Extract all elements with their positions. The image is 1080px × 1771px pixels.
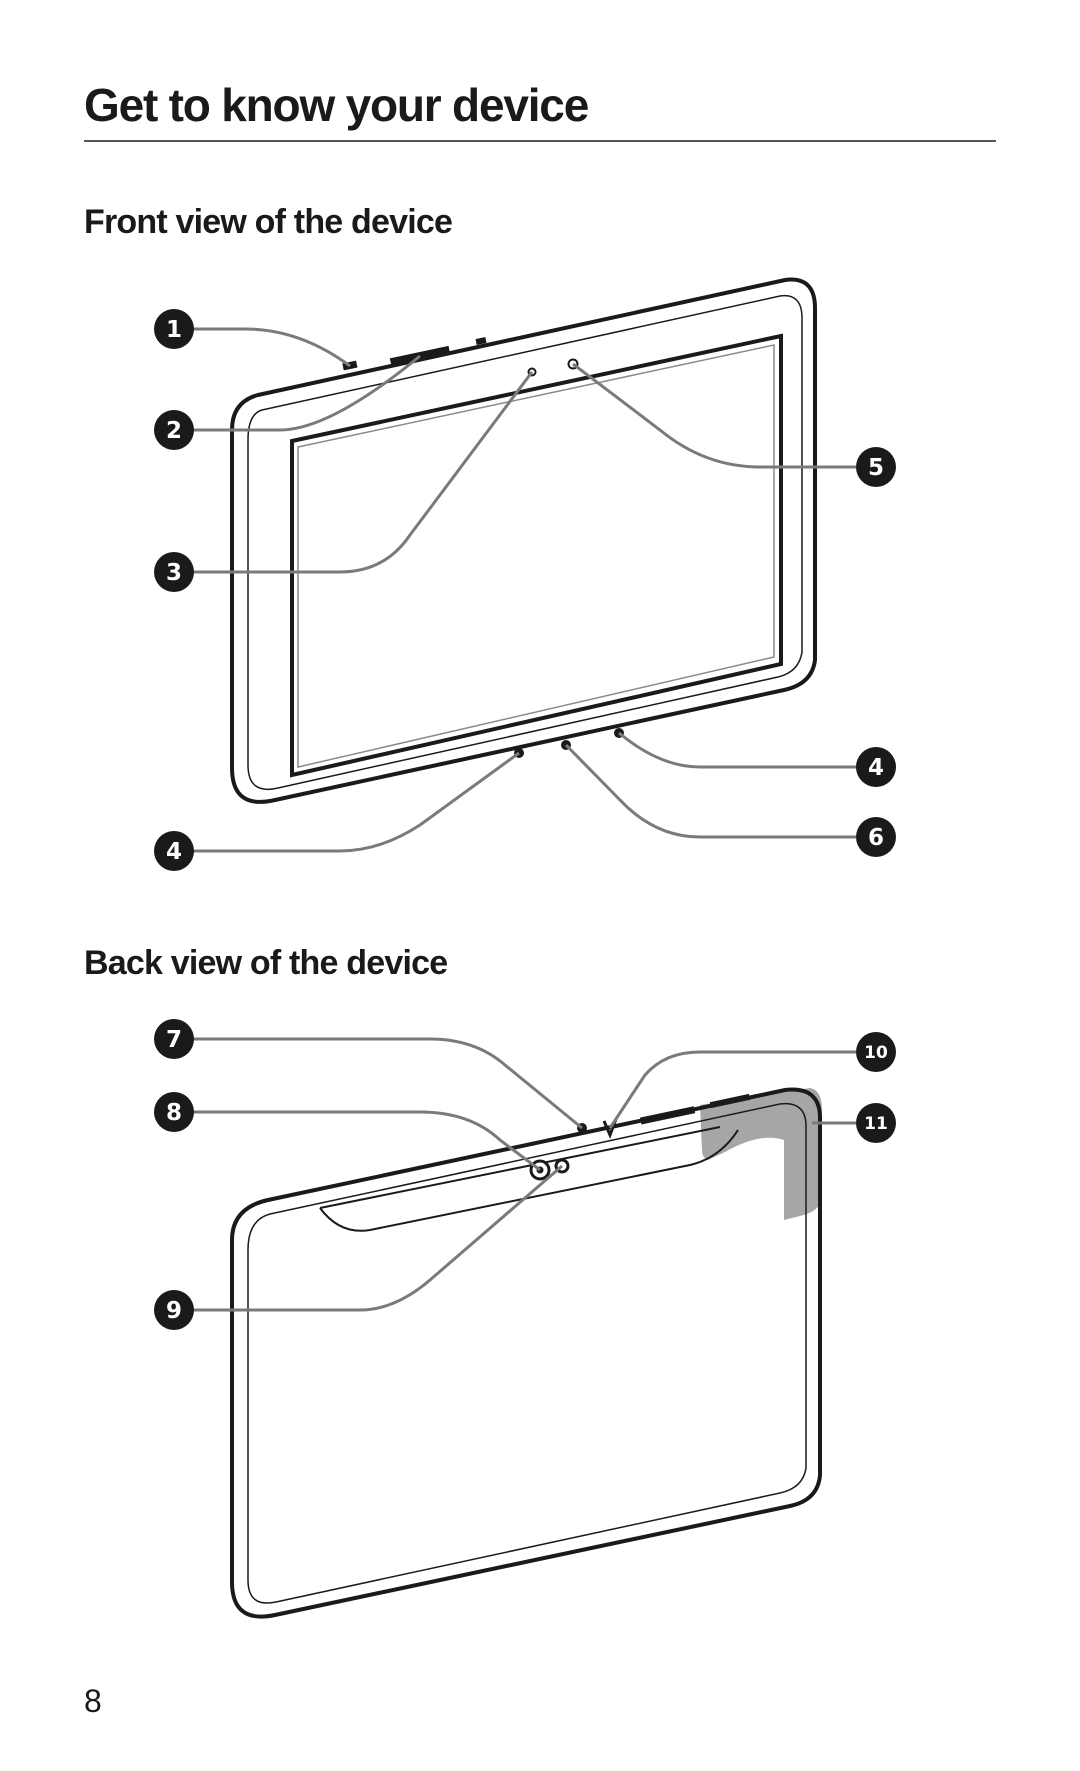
page-title: Get to know your device [84,79,589,131]
callout-6: 6 [856,817,896,857]
callout-number: 8 [166,1100,182,1126]
title-divider [84,140,996,142]
back-view-heading: Back view of the device [84,944,448,982]
leader-line-6 [564,743,856,839]
callout-number: 7 [166,1027,182,1053]
back-volume-button [639,1106,696,1125]
callout-number: 10 [864,1043,888,1063]
leader-line-8 [190,1110,541,1172]
callout-number: 5 [868,455,884,481]
callout-3: 3 [154,552,194,592]
tablet-screen [290,333,783,778]
callout-7: 7 [154,1019,194,1059]
callout-number: 11 [864,1114,888,1134]
leader-line-3 [190,371,534,574]
callout-10: 10 [856,1032,896,1072]
leader-line-9 [190,1164,563,1312]
callout-9: 9 [154,1290,194,1330]
leader-line-7 [190,1037,583,1130]
page-number: 8 [84,1683,102,1719]
callout-number: 2 [166,418,182,444]
leader-line-1 [190,327,351,368]
back-view-illustration: 7 8 9 10 11 [154,1019,896,1619]
leader-line-4-left [190,751,520,853]
screen-inner-edge [297,344,775,768]
leader-line-2 [190,354,421,432]
callout-4-left: 4 [154,831,194,871]
leader-line-5 [572,362,856,469]
leader-line-10 [608,1050,856,1129]
callout-number: 1 [166,317,182,343]
antenna-area [700,1088,822,1220]
callout-number: 4 [868,755,884,781]
callout-1: 1 [154,309,194,349]
callout-number: 4 [166,839,182,865]
top-port [475,337,487,345]
front-view-heading: Front view of the device [84,203,453,241]
front-view-illustration: 1 2 3 5 4 4 6 [154,277,896,871]
back-view-figure: 7 8 9 10 11 [0,1000,1080,1640]
callout-2: 2 [154,410,194,450]
front-view-figure: 1 2 3 5 4 4 6 [0,250,1080,930]
callout-5: 5 [856,447,896,487]
callout-number: 9 [166,1298,182,1324]
callout-11: 11 [856,1103,896,1143]
leader-line-4-right [618,731,856,769]
tablet-back-body [230,1087,822,1619]
camera-strip-curve [319,1129,739,1232]
back-top-slot [709,1093,751,1109]
callout-number: 3 [166,560,182,586]
callout-4-right: 4 [856,747,896,787]
volume-button [389,345,450,366]
callout-number: 6 [868,825,884,851]
top-edge-band [319,1126,721,1209]
tablet-back-inner-edge [247,1102,807,1604]
callout-8: 8 [154,1092,194,1132]
